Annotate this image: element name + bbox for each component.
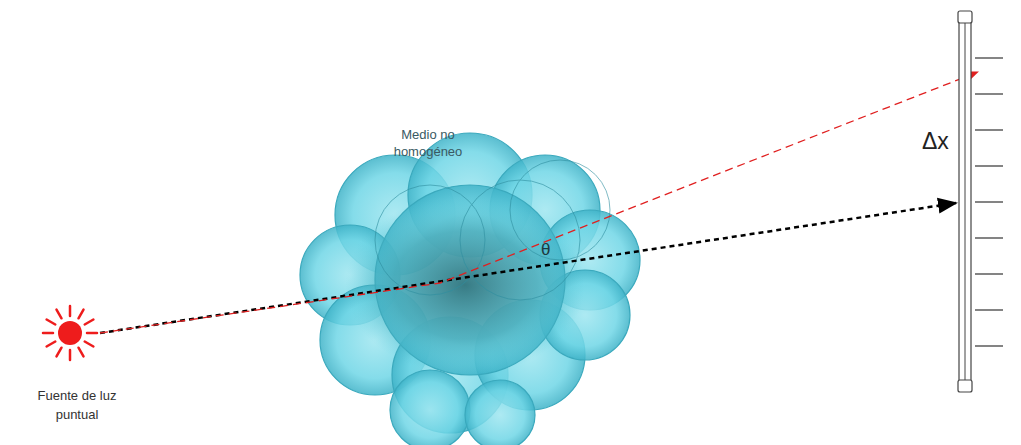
- angle-symbol: θ: [541, 240, 550, 260]
- sun-ray: [57, 310, 62, 319]
- sun-ray: [69, 306, 72, 316]
- sun-ray: [85, 320, 94, 325]
- scale-tick: [975, 237, 1003, 238]
- sun-ray: [57, 348, 62, 357]
- scale-tick: [975, 201, 1003, 202]
- sun-ray: [79, 310, 84, 319]
- cloud-medium: [300, 133, 640, 445]
- direct-ray: [100, 203, 956, 333]
- scale-tick: [975, 129, 1003, 130]
- sun-ray: [85, 342, 94, 347]
- screen-detector: [958, 11, 1003, 392]
- sun-ray: [47, 320, 56, 325]
- scale-tick: [975, 345, 1003, 346]
- medium-label: Medio no homogéneo: [388, 126, 468, 160]
- cloud-core: [345, 195, 585, 375]
- scale-tick: [975, 57, 1003, 58]
- scale-tick: [975, 309, 1003, 310]
- scale-tick: [975, 165, 1003, 166]
- sun-ray: [69, 350, 72, 360]
- source-label: Fuente de luz puntual: [22, 386, 132, 424]
- sun-ray: [87, 332, 97, 335]
- deflected-ray: [100, 72, 978, 333]
- displacement-label: Δx: [922, 128, 949, 155]
- scale-tick: [975, 93, 1003, 94]
- point-light-source: [43, 306, 97, 360]
- sun-ray: [79, 348, 84, 357]
- sun-ray: [47, 342, 56, 347]
- sun-ray: [43, 332, 53, 335]
- scale-tick: [975, 273, 1003, 274]
